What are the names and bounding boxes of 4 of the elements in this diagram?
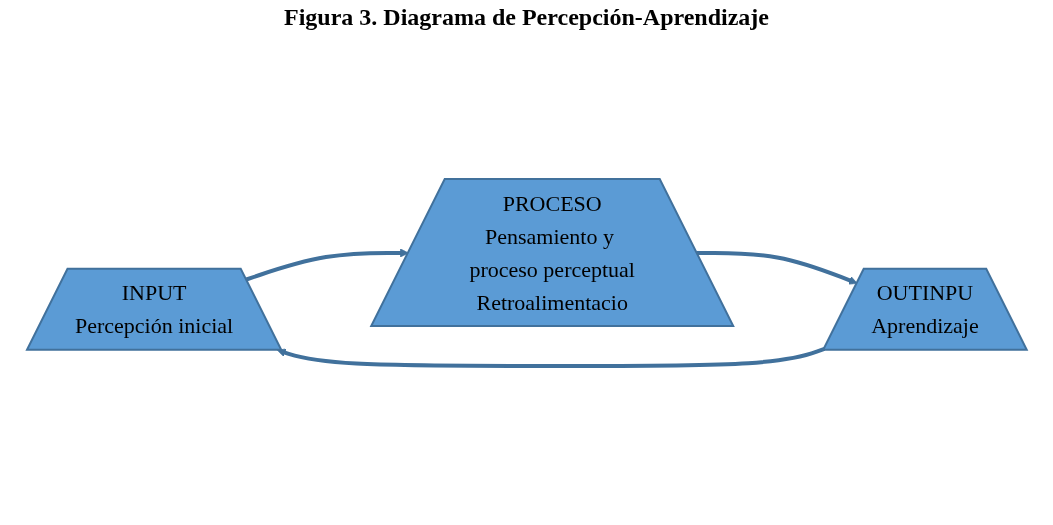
arrow [245, 248, 409, 281]
diagram-title: Figura 3. Diagrama de Percepción-Aprendizaje [283, 4, 770, 31]
arrow [696, 250, 858, 285]
arrow [276, 346, 825, 368]
